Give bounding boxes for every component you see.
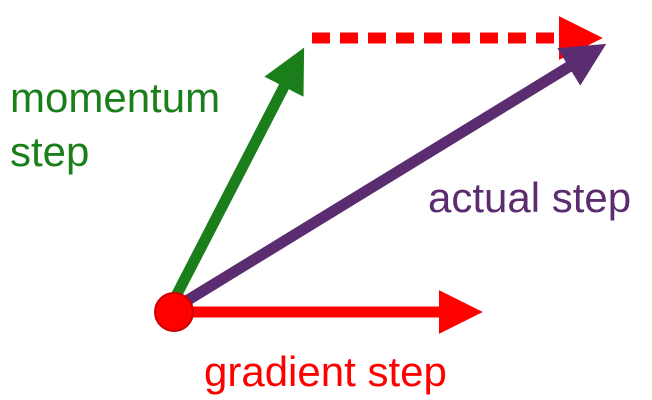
actual-step-label: actual step (428, 174, 631, 221)
momentum-step-arrow (170, 47, 305, 301)
momentum-label-line1: momentum (10, 74, 220, 121)
gradient-step-label: gradient step (204, 348, 447, 395)
momentum-label-line2: step (10, 128, 89, 175)
origin-point (154, 292, 194, 332)
actual-step-arrow (185, 43, 607, 305)
